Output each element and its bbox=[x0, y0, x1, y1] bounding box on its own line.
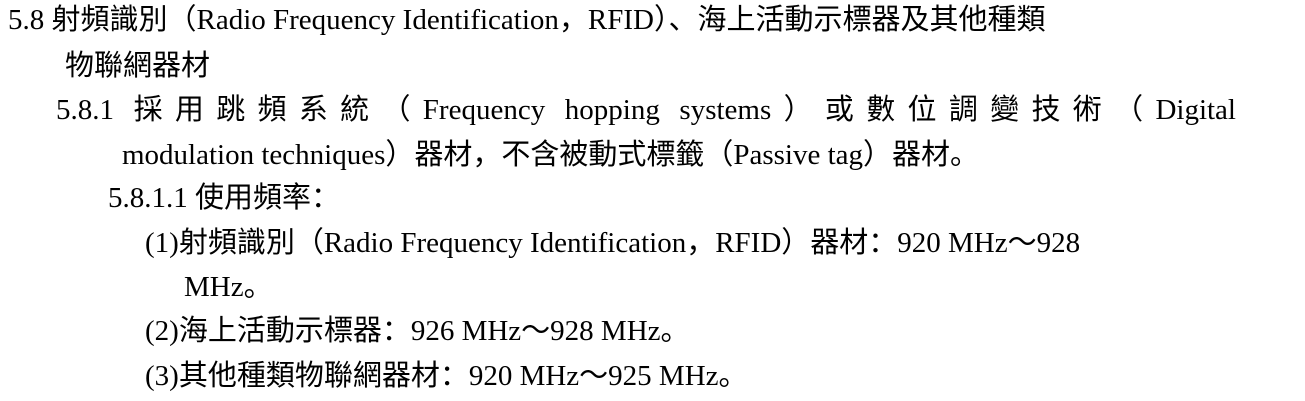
section-5-8-1-heading: 5.8.1 採用跳頻系統（Frequency hopping systems）或… bbox=[56, 94, 1236, 126]
list-item-other-iot: (3)其他種類物聯網器材：920 MHz～925 MHz。 bbox=[145, 360, 748, 392]
list-item-marine-beacon: (2)海上活動示標器：926 MHz～928 MHz。 bbox=[145, 315, 690, 347]
list-item-rfid: (1)射頻識別（Radio Frequency Identification，R… bbox=[145, 227, 1081, 259]
list-item-rfid-continuation: MHz。 bbox=[184, 271, 273, 303]
section-5-8-1-1-heading: 5.8.1.1 使用頻率： bbox=[108, 182, 341, 214]
section-5-8-heading-continuation: 物聯網器材 bbox=[65, 50, 211, 82]
section-5-8-1-heading-continuation: modulation techniques）器材，不含被動式標籤（Passive… bbox=[122, 139, 980, 171]
section-5-8-heading: 5.8 射頻識別（Radio Frequency Identification，… bbox=[8, 4, 1046, 36]
